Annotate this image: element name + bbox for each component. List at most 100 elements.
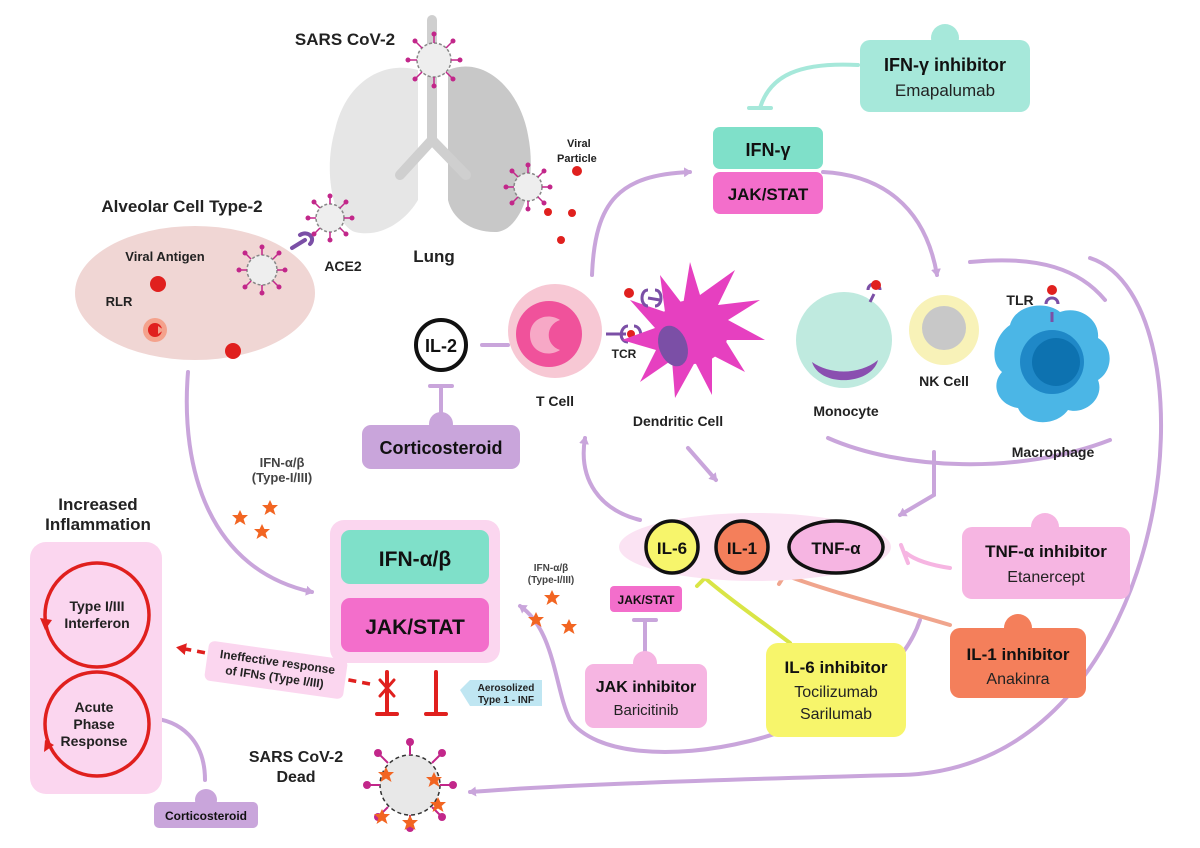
rlr-icon	[143, 318, 167, 342]
lung-right-lobe	[448, 66, 531, 232]
jak-inhibitor-drug: Baricitinib	[613, 702, 678, 719]
particle-dot	[572, 166, 582, 176]
dendritic-label: Dendritic Cell	[633, 413, 723, 429]
inflammation-title-2: Inflammation	[45, 515, 151, 534]
jak-small-box: JAK/STAT	[610, 586, 682, 612]
viral-antigen-label: Viral Antigen	[125, 249, 205, 264]
cytokine-stars-right	[528, 590, 577, 634]
type1-label-1: Type I/III	[70, 598, 125, 614]
lung-label: Lung	[413, 247, 455, 266]
il6-label: IL-6	[657, 539, 687, 558]
dead-virus-label-1: SARS CoV-2	[249, 749, 343, 766]
arrow-alveolar-to-center	[184, 370, 314, 596]
ifn-small-label-2: (Type-I/III)	[528, 575, 574, 586]
dead-virus-icon	[363, 738, 457, 832]
ace2-label: ACE2	[324, 258, 362, 274]
il1-inhibitor-title: IL-1 inhibitor	[967, 645, 1070, 664]
ifng-inhibitor-box	[860, 40, 1030, 112]
tlr-label: TLR	[1006, 292, 1033, 308]
viral-particle-label-2: Particle	[557, 153, 597, 165]
dead-virus-label-2: Dead	[276, 769, 315, 786]
ifng-inhibitor-card: IFN-γ inhibitor Emapalumab	[860, 24, 1030, 112]
tnf-inhibitor-drug: Etanercept	[1007, 569, 1085, 586]
ifng-box-label: IFN-γ	[746, 140, 791, 160]
acute-cycle	[43, 670, 151, 778]
monocyte-label: Monocyte	[813, 403, 879, 419]
macrophage: TLR Macrophage	[994, 285, 1110, 460]
central-ifn-box	[341, 530, 489, 584]
alveolar-cell: Alveolar Cell Type-2 Viral Antigen RLR	[75, 193, 362, 360]
particle-dot	[557, 236, 565, 244]
virus-icon-top	[405, 31, 463, 89]
il1-label: IL-1	[727, 539, 757, 558]
ifn-small-label-1: IFN-α/β	[534, 563, 568, 574]
corticosteroid-bottom-card: Corticosteroid	[154, 789, 258, 828]
corticosteroid-mid-label: Corticosteroid	[379, 438, 502, 458]
tnf-label: TNF-α	[811, 539, 861, 558]
type1-label-2: Interferon	[64, 615, 129, 631]
acute-label-3: Response	[61, 733, 128, 749]
ifn-ab-label-2: (Type-I/III)	[252, 470, 312, 485]
lung-left-lobe	[329, 67, 418, 234]
macrophage-label: Macrophage	[1012, 444, 1095, 460]
arrow-right-loop-to-dead	[468, 256, 1163, 797]
central-jak-box	[341, 598, 489, 652]
corticosteroid-bottom-label: Corticosteroid	[165, 809, 247, 823]
alveolar-cell-body	[75, 226, 315, 360]
arrow-tcell-to-ifng	[590, 167, 692, 277]
tnf-node	[787, 519, 885, 575]
blocked-inhibition	[375, 670, 448, 716]
il1-node	[714, 519, 770, 575]
nk-label: NK Cell	[919, 373, 969, 389]
arrow-ifng-to-monocyte	[821, 170, 941, 277]
il6-inhibitor-card: IL-6 inhibitor Tocilizumab Sarilumab	[766, 643, 906, 737]
inflammation-panel: Increased Inflammation Type I/III Interf…	[30, 495, 162, 794]
il6-node	[644, 519, 700, 575]
ifng-inhibitor-title: IFN-γ inhibitor	[884, 55, 1006, 75]
arrow-monocyte-to-cytokines	[898, 450, 936, 517]
type1-cycle	[43, 561, 151, 669]
arc-macrophage-top	[968, 258, 1107, 302]
viral-antigen-dot	[150, 276, 166, 292]
acute-label-2: Phase	[73, 716, 114, 732]
cytokine-pool: IL-6 IL-1 TNF-α	[619, 513, 891, 581]
ace2-receptor-icon	[290, 231, 315, 250]
acute-label-1: Acute	[75, 699, 114, 715]
aerosolized-label-box: Aerosolized Type 1 - INF	[460, 680, 542, 706]
il6-inhibitor-drug-2: Sarilumab	[800, 706, 872, 723]
t-cell: T Cell	[508, 284, 602, 409]
virus-icon-ace2	[305, 193, 355, 243]
arrow-dendritic-to-cytokines	[686, 446, 718, 482]
rlr-label: RLR	[106, 294, 133, 309]
inhibit-tnf	[899, 543, 952, 570]
tnf-inhibitor-card: TNF-α inhibitor Etanercept	[962, 513, 1130, 599]
il1-inhibitor-drug: Anakinra	[986, 671, 1049, 688]
antigen-dot	[225, 343, 241, 359]
viral-particles: Viral Particle	[503, 138, 597, 244]
il2-label: IL-2	[425, 336, 457, 356]
jakstat-top-label: JAK/STAT	[728, 185, 809, 204]
ifn-ab-label-1: IFN-α/β	[260, 455, 305, 470]
tcr-label: TCR	[612, 347, 637, 361]
ifng-inhibitor-drug: Emapalumab	[895, 81, 995, 100]
jak-small-label: JAK/STAT	[618, 593, 676, 607]
ifng-stack: IFN-γ JAK/STAT	[713, 127, 823, 214]
il6-inhibitor-title: IL-6 inhibitor	[785, 658, 888, 677]
il2-node: IL-2	[414, 318, 468, 372]
particle-dot	[544, 208, 552, 216]
lung: Lung	[329, 15, 531, 266]
alveolar-title: Alveolar Cell Type-2	[101, 197, 262, 216]
aerosolized-label-1: Aerosolized	[478, 683, 535, 694]
arc-monocyte-macrophage	[826, 436, 1112, 467]
virus-icon-particle	[503, 162, 553, 212]
tnf-inhibitor-title: TNF-α inhibitor	[985, 542, 1107, 561]
lung-trachea	[395, 15, 471, 180]
inflammation-title-1: Increased	[58, 495, 137, 514]
inhibit-ifng	[747, 62, 860, 110]
monocyte: Monocyte	[796, 280, 892, 419]
central-jak-label: JAK/STAT	[365, 616, 465, 639]
viral-particle-label-1: Viral	[567, 138, 591, 150]
virus-title: SARS CoV-2	[295, 30, 395, 49]
jak-inhibitor-title: JAK inhibitor	[596, 679, 696, 696]
jak-inhibitor-card: JAK inhibitor Baricitinib	[585, 651, 707, 728]
